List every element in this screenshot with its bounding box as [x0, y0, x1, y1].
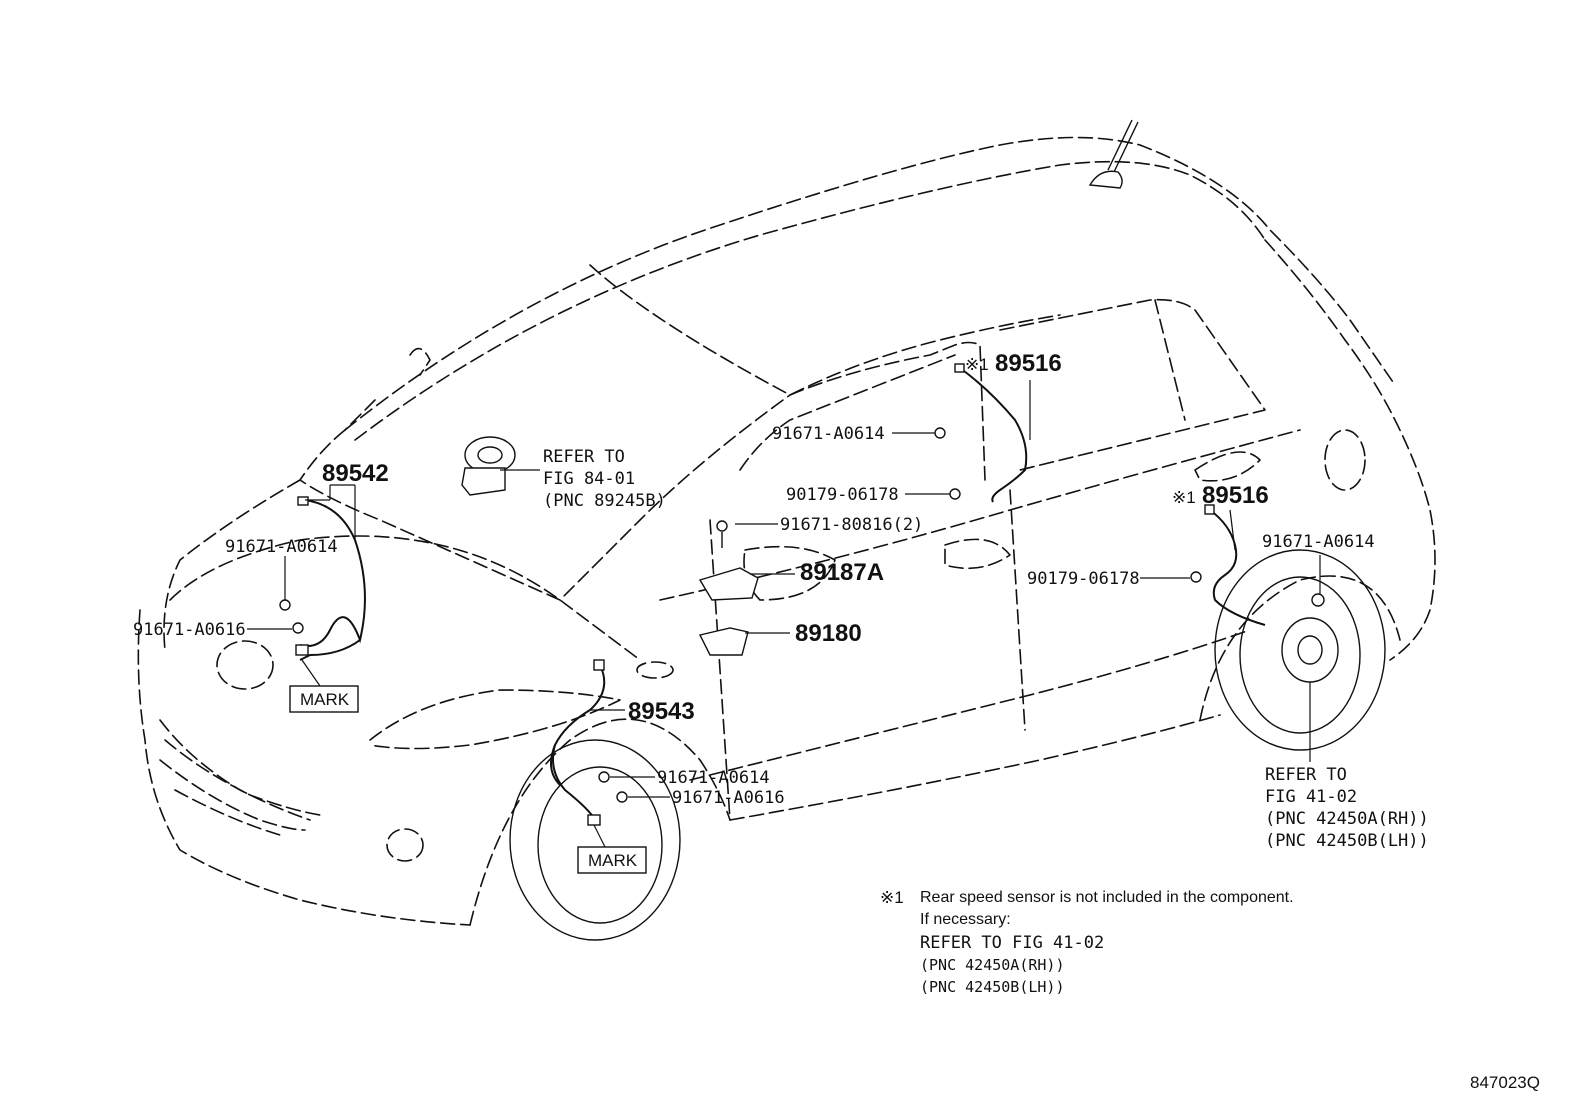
refer-hub: REFER TO FIG 41-02 (PNC 42450A(RH)) (PNC…: [1265, 765, 1429, 851]
callout-90179-06178-upper: 90179-06178: [786, 485, 899, 505]
mark-label-front-right: MARK: [577, 846, 647, 874]
callout-91671-a0614-front-lh: 91671-A0614: [225, 537, 338, 557]
footnote-line2: If necessary:: [920, 911, 1011, 928]
mark-label-front-left: MARK: [289, 685, 359, 713]
front-rh-speed-sensor: [550, 659, 606, 826]
callout-91671-a0614-front-rh: 91671-A0614: [657, 768, 770, 788]
footnote-line3: REFER TO FIG 41-02: [920, 933, 1104, 953]
refer-hub-line4: (PNC 42450B(LH)): [1265, 831, 1429, 851]
rear-wheel: [1214, 549, 1386, 751]
footnote-symbol: ※1: [880, 888, 904, 907]
rear-hub-icon: [1281, 593, 1339, 683]
asterisk-rear-upper: ※1: [965, 355, 989, 374]
antenna-icon: [1088, 119, 1139, 189]
front-lh-speed-sensor: [295, 496, 366, 661]
refer-hub-line2: FIG 41-02: [1265, 787, 1357, 807]
car-body-outline: [137, 136, 1436, 926]
leader-lines: [247, 380, 1321, 848]
callout-89180: 89180: [795, 620, 862, 647]
callout-89542: 89542: [322, 460, 389, 487]
callout-91671-a0616-front-rh: 91671-A0616: [672, 788, 785, 808]
footnote-line5: (PNC 42450B(LH)): [920, 978, 1065, 996]
callout-91671-80816: 91671-80816(2): [780, 515, 923, 535]
asterisk-rear-lower: ※1: [1172, 488, 1196, 507]
callout-91671-a0614-rear-lower: 91671-A0614: [1262, 532, 1375, 552]
callout-89516-lower: 89516: [1202, 482, 1269, 509]
bracket-89187a-icon: [698, 520, 759, 601]
refer-steering: REFER TO FIG 84-01 (PNC 89245B): [543, 447, 666, 511]
refer-steering-line1: REFER TO: [543, 447, 625, 467]
bolt-icon-rh: [598, 771, 628, 803]
diagram-code: 847023Q: [1470, 1073, 1540, 1092]
callout-91671-a0614-rear-upper: 91671-A0614: [772, 424, 885, 444]
bracket-89180-icon: [698, 627, 749, 656]
front-wheel: [509, 739, 681, 941]
refer-steering-line3: (PNC 89245B): [543, 491, 666, 511]
callout-89187a: 89187A: [800, 559, 884, 586]
mark-text-front-right: MARK: [588, 851, 638, 870]
footnote-line1: Rear speed sensor is not included in the…: [920, 889, 1294, 906]
footnote: ※1 Rear speed sensor is not included in …: [880, 888, 1294, 996]
callout-89516-upper: 89516: [995, 350, 1062, 377]
refer-hub-line1: REFER TO: [1265, 765, 1347, 785]
rear-speed-sensor-upper: [934, 363, 1028, 503]
callout-89543: 89543: [628, 698, 695, 725]
mark-text-front-left: MARK: [300, 690, 350, 709]
callout-90179-06178-lower: 90179-06178: [1027, 569, 1140, 589]
bolt-icon: [279, 599, 304, 634]
callout-91671-a0616-front-lh: 91671-A0616: [133, 620, 246, 640]
steering-angle-sensor-icon: [461, 436, 516, 496]
refer-steering-line2: FIG 84-01: [543, 469, 635, 489]
rear-speed-sensor-lower: [1190, 504, 1266, 626]
footnote-line4: (PNC 42450A(RH)): [920, 956, 1065, 974]
refer-hub-line3: (PNC 42450A(RH)): [1265, 809, 1429, 829]
